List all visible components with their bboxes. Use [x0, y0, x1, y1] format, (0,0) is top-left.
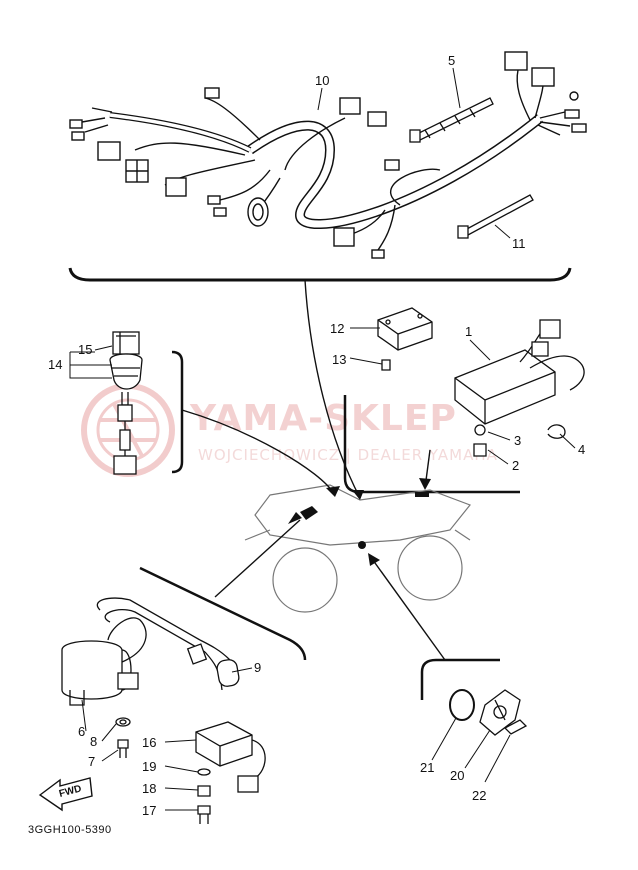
watermark: YAMA-SKLEP WOJCIECHOWICZ | DEALER YAMAHA — [81, 383, 498, 477]
callout-1: 1 — [465, 324, 472, 339]
sensor-group-bracket — [420, 658, 500, 700]
callout-14: 14 — [48, 357, 62, 372]
callout-16: 16 — [142, 735, 156, 750]
callout-6: 6 — [78, 724, 85, 739]
callout-18: 18 — [142, 781, 156, 796]
harness-group-bracket — [68, 267, 572, 282]
location-leaders — [181, 279, 446, 661]
cdi-unit — [454, 319, 585, 457]
ignition-coil — [61, 597, 240, 758]
callout-4: 4 — [578, 442, 585, 457]
callout-22: 22 — [472, 788, 486, 803]
callout-21: 21 — [420, 760, 434, 775]
cable-tie-11 — [457, 194, 534, 239]
callout-7: 7 — [88, 754, 95, 769]
ignition-group-bracket — [139, 566, 307, 661]
wire-harness — [69, 51, 587, 259]
callout-20: 20 — [450, 768, 464, 783]
callout-5: 5 — [448, 53, 455, 68]
callout-2: 2 — [512, 458, 519, 473]
callout-13: 13 — [332, 352, 346, 367]
callout-19: 19 — [142, 759, 156, 774]
callout-17: 17 — [142, 803, 156, 818]
diagram-code: 3GGH100-5390 — [28, 824, 112, 836]
module-16 — [195, 721, 266, 824]
callout-9: 9 — [254, 660, 261, 675]
main-switch-bracket — [171, 350, 184, 474]
callout-10: 10 — [315, 73, 329, 88]
relay-unit — [377, 307, 433, 371]
callout-leaders — [69, 67, 576, 811]
watermark-subtitle: WOJCIECHOWICZ | DEALER YAMAHA — [198, 446, 498, 464]
callout-labels: 10 5 11 12 13 1 3 2 4 15 14 9 6 8 7 16 1… — [48, 53, 585, 818]
callout-15: 15 — [78, 342, 92, 357]
cable-tie-5 — [409, 97, 494, 143]
watermark-brand: YAMA-SKLEP — [189, 398, 457, 439]
callout-8: 8 — [90, 734, 97, 749]
main-switch — [109, 331, 143, 475]
atv-location-marks — [300, 492, 429, 549]
sensor-assembly — [449, 689, 528, 736]
callout-3: 3 — [514, 433, 521, 448]
atv-outline — [244, 484, 471, 613]
fwd-arrow: FWD — [38, 777, 93, 812]
callout-11: 11 — [512, 236, 526, 251]
callout-12: 12 — [330, 321, 344, 336]
arrow-heads — [288, 478, 431, 566]
